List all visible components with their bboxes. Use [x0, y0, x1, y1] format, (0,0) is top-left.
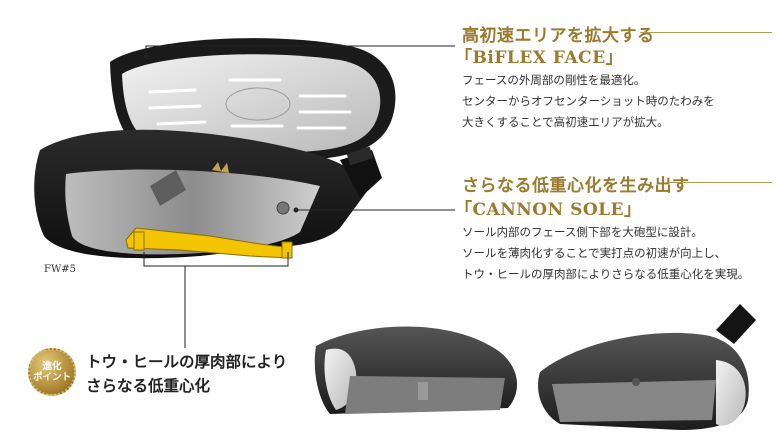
sole-view-right: [538, 304, 756, 430]
section1-line-1: フェースの外周部の剛性を最適化。: [462, 73, 646, 87]
section2-line-3: トウ・ヒールの厚肉部によりさらなる低重心化を実現。: [462, 267, 750, 281]
callout-leaders: [143, 45, 455, 348]
evolution-line-1: トウ・ヒールの厚肉部により: [86, 352, 288, 371]
badge-line-1: 進化: [42, 361, 62, 372]
evolution-point-badge: 進化 ポイント: [28, 348, 76, 396]
sole-view-left: [314, 326, 518, 414]
section1-subtitle: 「BiFLEX FACE」: [455, 48, 624, 68]
evolution-line-2: さらなる低重心化: [86, 376, 211, 395]
club-head-cutaway: [34, 129, 382, 259]
section2-subtitle: 「CANNON SOLE」: [455, 200, 642, 220]
face-plate: [110, 38, 396, 161]
section1-title: 高初速エリアを拡大する: [462, 26, 655, 46]
section1-line-3: 大きくすることで高初速エリアが拡大。: [462, 115, 669, 129]
section2-rule: [666, 182, 772, 183]
section2-line-1: ソール内部のフェース側下部を大砲型に設計。: [462, 225, 703, 239]
section2-title: さらなる低重心化を生み出す: [462, 176, 690, 196]
section2-line-2: ソールを薄肉化することで実打点の初速が向上し、: [462, 246, 727, 260]
section1-line-2: センターからオフセンターショット時のたわみを: [462, 94, 715, 108]
badge-line-2: ポイント: [32, 372, 71, 383]
section1-rule: [640, 32, 772, 33]
model-label: FW#5: [44, 264, 76, 275]
